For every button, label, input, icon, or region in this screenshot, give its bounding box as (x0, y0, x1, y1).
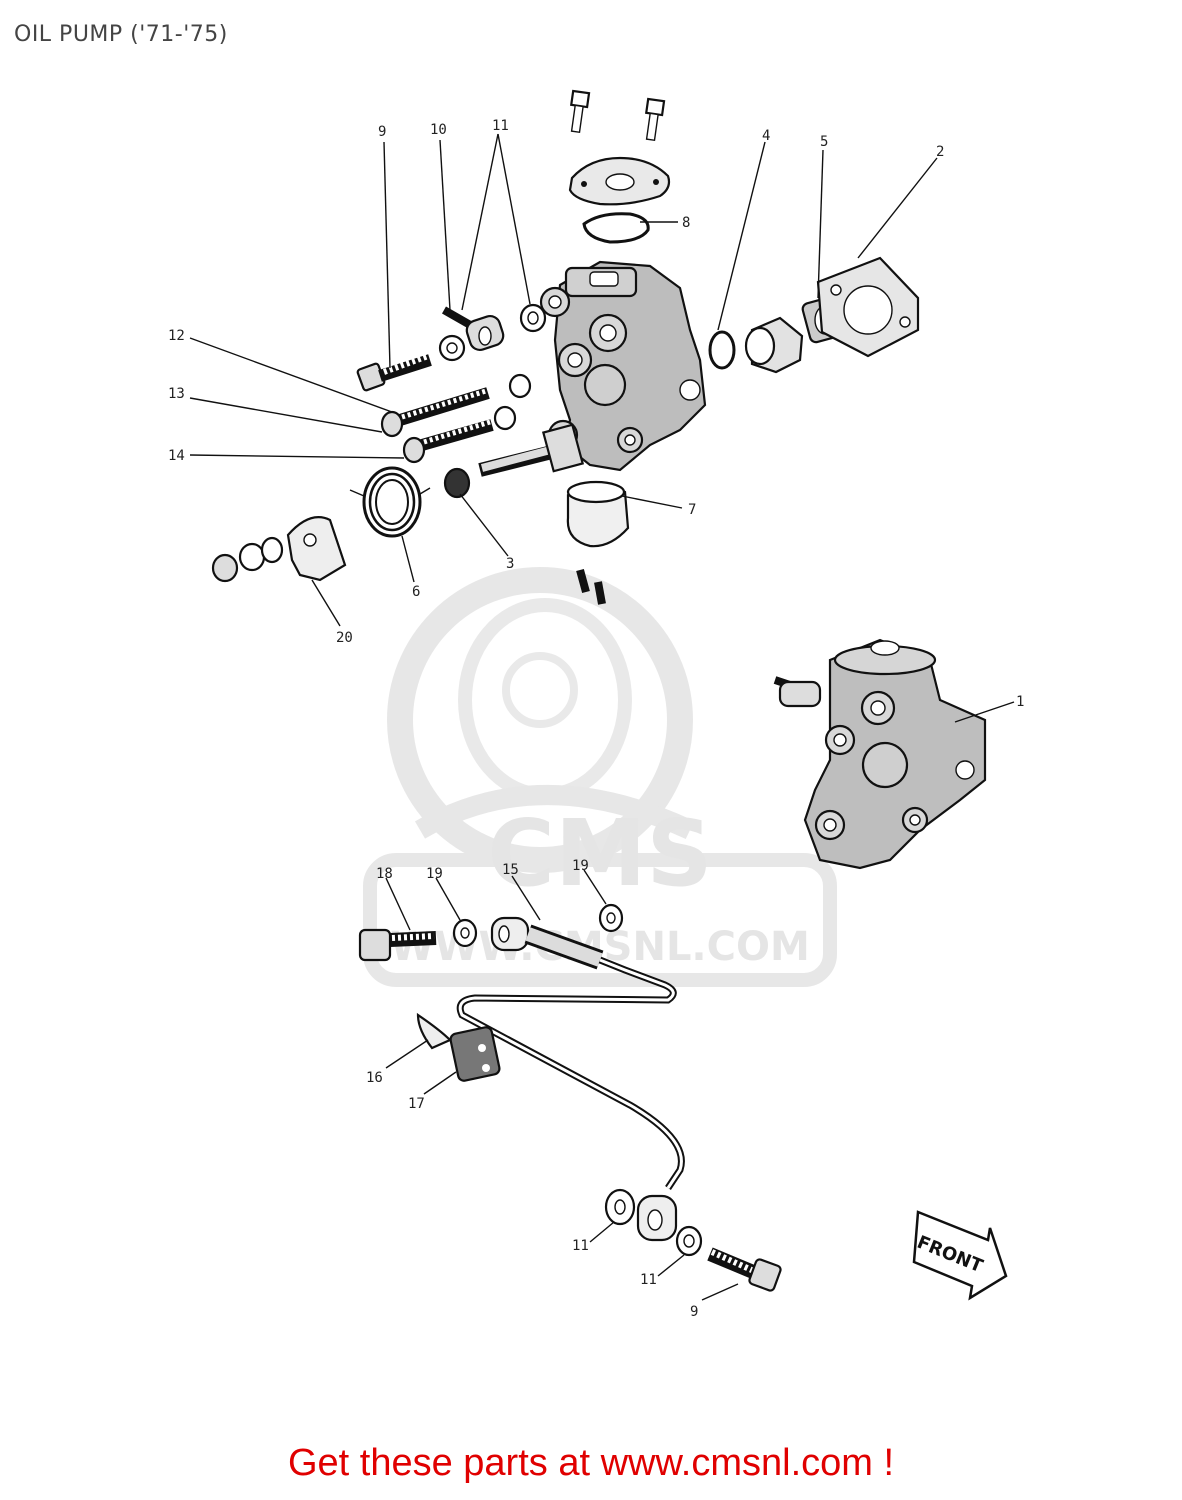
return-spring-6 (349, 466, 431, 538)
get-parts-link[interactable]: Get these parts at www.cmsnl.com ! (287, 1442, 895, 1484)
oil-pipe-15 (456, 916, 685, 1242)
callout-9-bottom: 9 (690, 1304, 698, 1320)
pump-assembly-1 (773, 638, 987, 870)
callout-14: 14 (168, 448, 185, 464)
callout-11-top: 11 (492, 118, 509, 134)
leader-lines (189, 133, 1015, 1301)
o-ring-8 (582, 212, 650, 244)
clamp-16-17 (416, 1012, 501, 1082)
page-title: OIL PUMP ('71-'75) (14, 22, 228, 47)
callout-2: 2 (936, 144, 944, 160)
pump-body-exploded (539, 260, 707, 472)
banjo-bolt-9 (356, 353, 432, 392)
callout-3: 3 (506, 556, 514, 572)
lever-20 (211, 516, 347, 583)
callout-15: 15 (502, 862, 519, 878)
callout-11-right: 11 (640, 1272, 657, 1288)
gasket-2 (816, 256, 920, 358)
top-cover-screws (570, 89, 666, 142)
front-direction-arrow: FRONT (912, 1210, 1008, 1301)
pump-cap-7 (566, 480, 630, 605)
callout-17: 17 (408, 1096, 425, 1112)
union-bolt-10 (438, 303, 547, 362)
washers-19 (452, 903, 624, 948)
callout-20: 20 (336, 630, 353, 646)
screws-12-13-14 (380, 373, 532, 464)
callout-9-top: 9 (378, 124, 386, 140)
callout-18: 18 (376, 866, 393, 882)
cover-plate (568, 156, 671, 206)
callout-4: 4 (762, 128, 770, 144)
plunger-shaft (443, 423, 585, 499)
callout-1: 1 (1016, 694, 1024, 710)
callout-6: 6 (412, 584, 420, 600)
callout-labels: 9 10 11 4 5 2 8 12 13 14 3 6 7 20 1 18 1… (168, 118, 1024, 1320)
callout-16: 16 (366, 1070, 383, 1086)
callout-19-left: 19 (426, 866, 443, 882)
watermark-cms-text: CMS (487, 800, 712, 907)
callout-5: 5 (820, 134, 828, 150)
callout-13: 13 (168, 386, 185, 402)
callout-10: 10 (430, 122, 447, 138)
callout-7: 7 (688, 502, 696, 518)
callout-19-right: 19 (572, 858, 589, 874)
callout-12: 12 (168, 328, 185, 344)
callout-8: 8 (682, 215, 690, 231)
lower-washers-bolt (604, 1188, 782, 1292)
banjo-bolt-18 (358, 928, 437, 962)
callout-11-left: 11 (572, 1238, 589, 1254)
